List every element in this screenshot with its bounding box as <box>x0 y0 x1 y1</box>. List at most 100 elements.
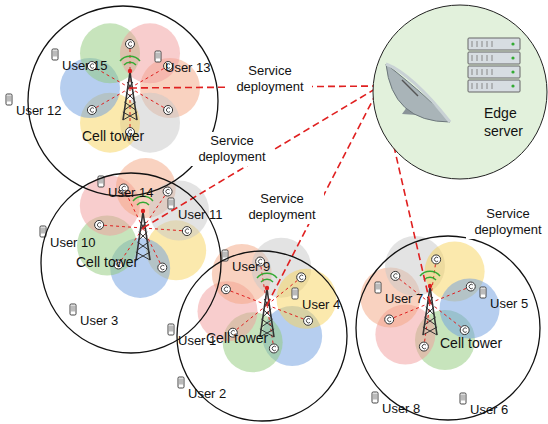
shape <box>169 200 173 206</box>
service-icon <box>463 328 467 332</box>
user-label: User 12 <box>16 103 62 118</box>
shape <box>124 62 136 65</box>
shape <box>168 324 174 335</box>
shape <box>137 242 148 250</box>
shape <box>461 395 465 401</box>
shape <box>426 307 435 315</box>
phone-icon <box>52 49 58 60</box>
shape <box>511 56 514 59</box>
shape <box>123 72 137 120</box>
shape <box>482 83 483 89</box>
shape <box>492 55 493 61</box>
service-icon <box>422 344 426 348</box>
service-icon <box>297 273 306 282</box>
service-link <box>130 88 131 132</box>
service-icon <box>269 344 278 353</box>
service-icon <box>161 265 165 269</box>
shape <box>123 112 137 120</box>
shape <box>468 38 520 50</box>
shape <box>481 289 485 295</box>
shape <box>141 209 145 213</box>
shape <box>168 198 174 209</box>
shape <box>260 289 274 337</box>
edge-label: Service deployment <box>240 190 324 224</box>
cell-outline <box>41 173 221 353</box>
user-label: User 1 <box>178 333 216 348</box>
shape <box>124 102 135 110</box>
service-icon <box>166 189 170 193</box>
shape <box>52 49 58 60</box>
shape <box>511 42 514 45</box>
service-icon <box>306 319 310 323</box>
shape <box>136 212 150 260</box>
service-icon <box>419 342 428 351</box>
user-label: User 4 <box>302 297 340 312</box>
shape <box>424 277 436 280</box>
phone-icon <box>375 282 381 293</box>
shape <box>386 64 450 122</box>
shape <box>139 232 148 240</box>
service-link <box>226 289 267 305</box>
cell-circle: Cell tower <box>27 5 219 197</box>
service-icon <box>224 287 228 291</box>
shape <box>468 80 520 92</box>
shape <box>472 83 473 89</box>
shape <box>127 82 133 90</box>
service-icon <box>97 223 101 227</box>
service-icon <box>221 285 230 294</box>
service-icon <box>272 346 276 350</box>
shape <box>293 290 297 296</box>
shape <box>120 56 140 61</box>
cell-tower-label: Cell tower <box>82 128 144 144</box>
cell-tower-icon <box>257 273 277 337</box>
service-icon <box>385 315 394 324</box>
cell-outline <box>356 236 540 420</box>
shape <box>124 102 135 110</box>
shape <box>126 92 135 100</box>
phone-icon <box>178 377 184 388</box>
phone-icon <box>480 287 486 298</box>
server-icon <box>468 38 520 92</box>
shape <box>123 112 137 120</box>
service-icon <box>391 271 400 280</box>
shape <box>70 304 76 315</box>
shape <box>423 327 437 335</box>
user-label: User 9 <box>232 259 270 274</box>
shape <box>402 80 418 96</box>
cell-circle: Cell tower <box>355 235 541 421</box>
shape <box>424 317 435 325</box>
user-label: User 15 <box>62 58 108 73</box>
shape <box>261 279 273 282</box>
shape <box>71 306 75 312</box>
service-icon <box>164 106 173 115</box>
user-label: User 5 <box>490 296 528 311</box>
shape <box>487 83 488 89</box>
shape <box>156 53 160 59</box>
user-label: User 10 <box>50 235 96 250</box>
user-label: User 14 <box>108 185 154 200</box>
dish-icon <box>386 64 450 122</box>
cell-tower-icon <box>133 196 153 260</box>
shape <box>263 309 272 317</box>
service-icon <box>87 106 96 115</box>
shape <box>137 202 149 205</box>
service-link <box>267 305 308 321</box>
shape <box>292 288 298 299</box>
shape <box>128 69 132 73</box>
shape <box>263 309 272 317</box>
shape <box>487 55 488 61</box>
shape <box>487 69 488 75</box>
shape <box>468 66 520 78</box>
phone-icon <box>168 198 174 209</box>
shape <box>482 55 483 61</box>
shape <box>426 307 435 315</box>
service-link <box>99 225 143 228</box>
shape <box>511 70 514 73</box>
shape <box>261 319 272 327</box>
service-icon <box>466 282 475 291</box>
shape <box>376 284 380 290</box>
phone-icon <box>292 288 298 299</box>
shape <box>179 379 183 385</box>
service-link <box>430 287 471 303</box>
